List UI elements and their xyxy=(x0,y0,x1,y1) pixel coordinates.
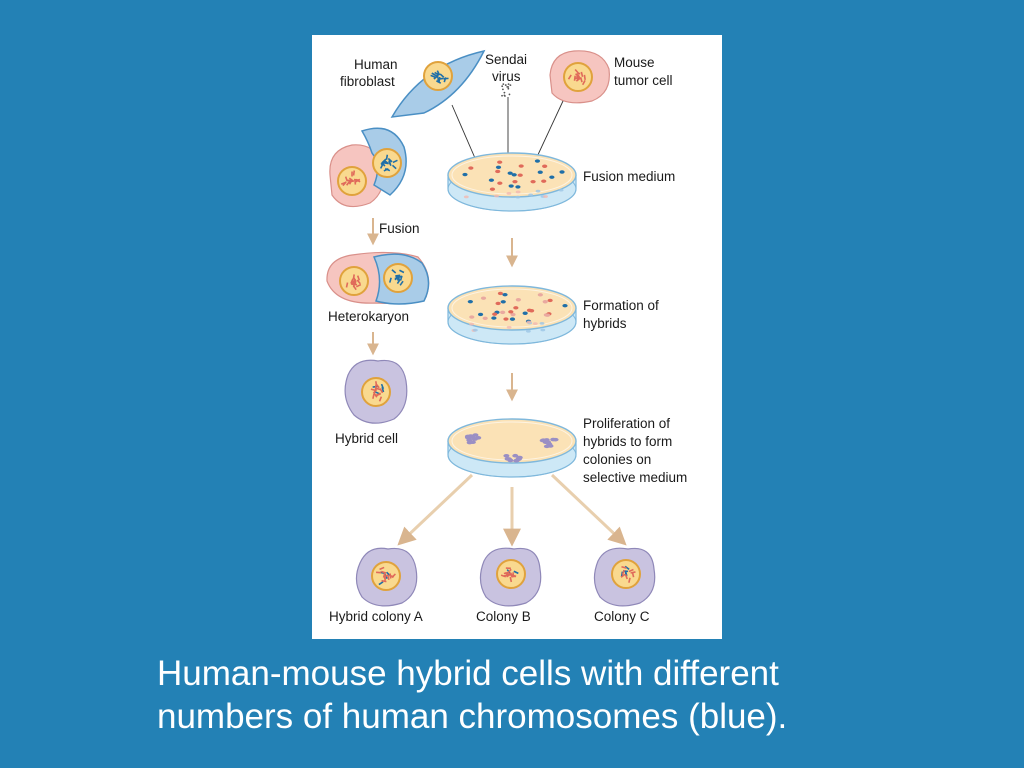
caption-line-1: Human-mouse hybrid cells with different xyxy=(157,654,779,693)
mouse-tumor-cell-nucleus xyxy=(563,62,593,92)
mouse-tumor-cell xyxy=(549,50,610,104)
hybrid-cell-nucleus xyxy=(361,377,391,407)
label-mouse-tumor-cell-2: tumor cell xyxy=(614,73,673,88)
colony-b xyxy=(479,547,542,607)
label-hybrid-cell: Hybrid cell xyxy=(335,431,398,446)
label-human-fibroblast-2: fibroblast xyxy=(340,74,395,89)
label-proliferation-1: Proliferation of xyxy=(583,416,670,431)
label-hybrid-colony-a: Hybrid colony A xyxy=(329,609,423,624)
label-proliferation-3: colonies on xyxy=(583,452,651,467)
dish-proliferation xyxy=(447,418,577,478)
label-sendai-virus-1: Sendai xyxy=(485,52,527,67)
label-colony-c: Colony C xyxy=(594,609,650,624)
sendai-virus-particles xyxy=(501,83,512,97)
fusing-cells xyxy=(329,127,407,208)
label-colony-b: Colony B xyxy=(476,609,531,624)
colony-c xyxy=(593,547,656,607)
colony-c-nucleus xyxy=(611,559,641,589)
figure-panel: Human fibroblast Sendai virus Mouse tumo… xyxy=(312,35,722,639)
cell-fusion-diagram: Human fibroblast Sendai virus Mouse tumo… xyxy=(326,49,687,624)
hybrid-cell xyxy=(344,359,408,424)
label-fusion: Fusion xyxy=(379,221,420,236)
heterokaryon-mouse-nucleus xyxy=(339,266,369,296)
heterokaryon xyxy=(326,251,430,305)
colony-b-nucleus xyxy=(496,559,526,589)
arrow-to-colony-c xyxy=(550,473,627,546)
slide-caption: Human-mouse hybrid cells with different … xyxy=(157,652,917,738)
arrow-to-colony-a xyxy=(397,473,474,546)
human-fibroblast xyxy=(390,49,486,118)
label-proliferation-2: hybrids to form xyxy=(583,434,672,449)
pointer-line-mouse xyxy=(535,100,564,160)
human-fibroblast-nucleus xyxy=(423,61,453,91)
dish-formation-of-hybrids xyxy=(447,285,577,345)
label-fusion-medium: Fusion medium xyxy=(583,169,675,184)
label-proliferation-4: selective medium xyxy=(583,470,687,485)
colony-a-nucleus xyxy=(371,561,401,591)
label-formation-of-hybrids-2: hybrids xyxy=(583,316,627,331)
label-human-fibroblast-1: Human xyxy=(354,57,398,72)
label-mouse-tumor-cell-1: Mouse xyxy=(614,55,655,70)
label-sendai-virus-2: virus xyxy=(492,69,521,84)
hybrid-colony-a xyxy=(355,547,418,607)
fusing-mouse-nucleus xyxy=(337,166,367,196)
heterokaryon-human-nucleus xyxy=(383,263,413,293)
caption-line-2: numbers of human chromosomes (blue). xyxy=(157,697,788,736)
label-heterokaryon: Heterokaryon xyxy=(328,309,409,324)
dish-fusion-medium xyxy=(447,152,577,212)
fusing-human-nucleus xyxy=(372,148,402,178)
label-formation-of-hybrids-1: Formation of xyxy=(583,298,659,313)
pointer-line-fibroblast xyxy=(451,104,479,166)
